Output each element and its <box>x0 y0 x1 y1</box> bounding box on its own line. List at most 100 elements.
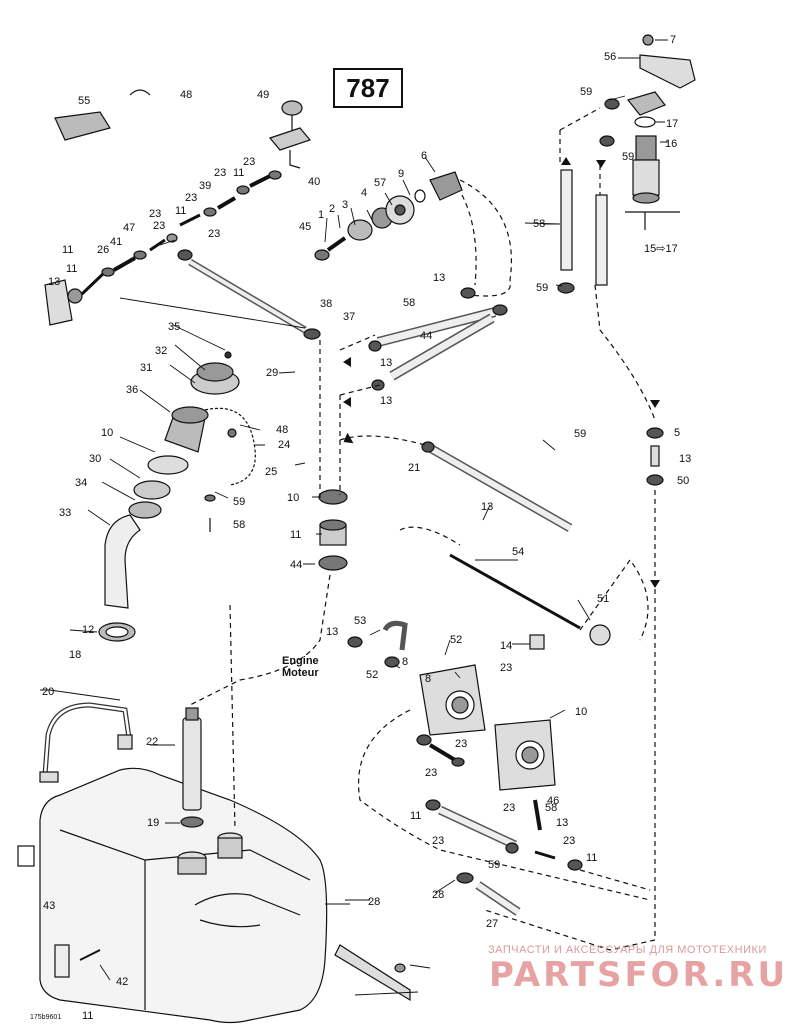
engine-label-en: Engine <box>282 655 319 667</box>
part-callout: 11 <box>586 852 598 864</box>
reference-code: 175b9601 <box>30 1014 62 1021</box>
fuel-lines-center <box>368 287 573 532</box>
filler-neck-hose <box>98 514 141 642</box>
part-callout: 17 <box>666 118 679 130</box>
part-callout: 11 <box>66 263 78 275</box>
part-callout: 37 <box>343 311 356 323</box>
page-number: 787 <box>333 68 403 108</box>
part-callout: 41 <box>110 236 123 248</box>
part-callout: 33 <box>59 507 72 519</box>
part-callout: 34 <box>75 477 88 489</box>
part-callout: 8 <box>402 656 409 668</box>
part-callout: 23 <box>563 835 576 847</box>
watermark-tagline: ЗАПЧАСТИ И АКСЕССУАРЫ ДЛЯ МОТОТЕХНИКИ <box>488 944 767 956</box>
part-callout: 6 <box>421 150 428 162</box>
part-callout: 40 <box>308 176 321 188</box>
part-callout: 28 <box>432 889 445 901</box>
part-callout: 38 <box>320 298 333 310</box>
part-callout: 51 <box>597 593 610 605</box>
part-callout: 13 <box>481 501 494 513</box>
part-callout: 28 <box>368 896 381 908</box>
part-callout: 45 <box>299 221 312 233</box>
fuel-pump-top <box>314 171 463 261</box>
part-callout: 58 <box>233 519 246 531</box>
part-callout: 20 <box>42 686 55 698</box>
part-callout: 54 <box>512 546 525 558</box>
part-callout: 50 <box>677 475 690 487</box>
part-callout: 44 <box>290 559 303 571</box>
part-callout: 26 <box>97 244 110 256</box>
part-callout: 21 <box>408 462 421 474</box>
part-callout: 19 <box>147 817 160 829</box>
part-callout: 10 <box>287 492 300 504</box>
part-callout: 42 <box>116 976 129 988</box>
fuel-filter <box>599 34 696 230</box>
part-callout: 23 <box>149 208 162 220</box>
part-callout: 47 <box>123 222 136 234</box>
flow-arrows <box>343 157 660 588</box>
part-callout: 23 <box>455 738 468 750</box>
part-callout: 57 <box>374 177 387 189</box>
part-callout: 52 <box>366 669 379 681</box>
part-callout: 22 <box>146 736 159 748</box>
part-callout: 23 <box>432 835 445 847</box>
part-callout: 49 <box>257 89 270 101</box>
part-callout: 11 <box>233 167 245 179</box>
part-callout: 1 <box>318 209 325 221</box>
part-callout: 56 <box>604 51 617 63</box>
part-callout: 13 <box>679 453 692 465</box>
part-callout: 24 <box>278 439 291 451</box>
part-callout: 36 <box>126 384 139 396</box>
part-callout: 11 <box>82 1010 94 1022</box>
part-callout: 11 <box>175 205 187 217</box>
part-callout: 7 <box>670 34 677 46</box>
part-callout: 13 <box>380 395 393 407</box>
tank-strap <box>39 702 133 783</box>
part-callout: 53 <box>354 615 367 627</box>
part-callout: 13 <box>380 357 393 369</box>
part-callout: 12 <box>82 624 95 636</box>
part-callout: 10 <box>575 706 588 718</box>
part-callout: 25 <box>265 466 278 478</box>
part-callout: 58 <box>403 297 416 309</box>
engine-label: Engine Moteur <box>282 655 319 679</box>
part-callout: 35 <box>168 321 181 333</box>
part-callout: 23 <box>185 192 198 204</box>
part-callout: 59 <box>580 86 593 98</box>
part-callout: 44 <box>420 330 433 342</box>
part-callout: 15⇨17 <box>644 243 678 255</box>
part-callout: 48 <box>180 89 193 101</box>
part-callout: 13 <box>48 276 61 288</box>
fuel-tank <box>17 767 328 1024</box>
leader-lines <box>40 39 668 996</box>
part-callout: 58 <box>545 802 558 814</box>
part-callout: 3 <box>342 199 349 211</box>
part-callout: 30 <box>89 453 102 465</box>
part-callout: 23 <box>214 167 227 179</box>
part-callout: 59 <box>488 859 501 871</box>
part-callout: 46 <box>547 795 560 807</box>
part-callout: 8 <box>425 673 432 685</box>
part-callout: 18 <box>69 649 82 661</box>
vertical-lines-right <box>557 169 608 294</box>
part-callout: 43 <box>43 900 56 912</box>
part-callout: 13 <box>556 817 569 829</box>
carburetors <box>347 553 611 916</box>
part-callout: 32 <box>155 345 168 357</box>
part-callout: 2 <box>329 203 336 215</box>
bottom-bracket <box>54 944 411 1002</box>
part-callout: 5 <box>674 427 681 439</box>
part-callout: 11 <box>410 810 422 822</box>
part-callout: 59 <box>574 428 587 440</box>
part-callout: 13 <box>433 272 446 284</box>
part-callout: 29 <box>266 367 279 379</box>
part-callout: 10 <box>101 427 114 439</box>
part-callout: 16 <box>665 138 678 150</box>
part-callout: 23 <box>243 156 256 168</box>
part-callout: 27 <box>486 918 499 930</box>
part-callout: 23 <box>425 767 438 779</box>
part-callout: 48 <box>276 424 289 436</box>
part-callout: 23 <box>503 802 516 814</box>
part-callout: 14 <box>500 640 513 652</box>
